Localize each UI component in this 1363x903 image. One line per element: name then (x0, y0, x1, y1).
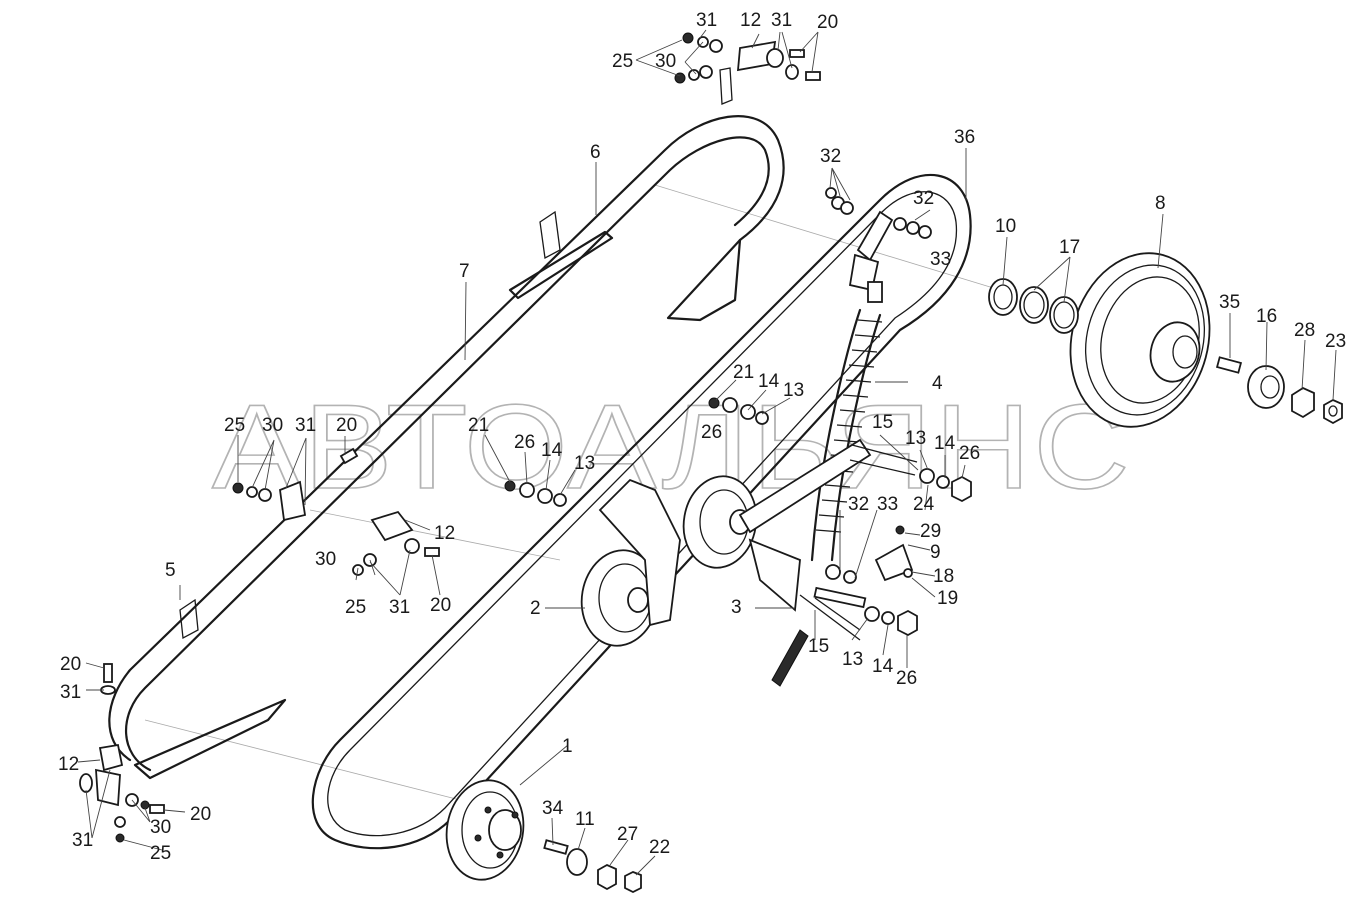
callout-26-a: 26 (701, 422, 722, 443)
tension-spring (810, 210, 894, 562)
callout-2: 2 (530, 598, 541, 619)
v-belt (311, 173, 972, 850)
callout-14-a: 14 (758, 371, 780, 392)
callout-20-bottom-a: 20 (60, 654, 81, 675)
callout-12-bottom: 12 (58, 754, 79, 775)
callout-labels: 31 12 31 20 25 30 6 36 32 32 33 10 17 8 … (58, 10, 1346, 864)
callout-20-lower: 20 (430, 595, 451, 616)
callout-9: 9 (930, 542, 941, 563)
callout-31-top-b: 31 (771, 10, 792, 31)
callout-13-b: 13 (574, 453, 595, 474)
callout-14-c: 14 (934, 433, 956, 454)
callout-19: 19 (937, 588, 958, 609)
callout-21-a: 21 (733, 362, 754, 383)
callout-34: 34 (542, 798, 564, 819)
callout-30-lower: 30 (315, 549, 336, 570)
belt-guard (108, 67, 785, 780)
callout-8: 8 (1155, 193, 1166, 214)
callout-13-c: 13 (905, 428, 926, 449)
callout-10: 10 (995, 216, 1016, 237)
callout-15-a: 15 (872, 412, 893, 433)
callout-15-b: 15 (808, 636, 829, 657)
callout-20-mid: 20 (336, 415, 357, 436)
callout-3: 3 (731, 597, 742, 618)
callout-14-b: 14 (541, 440, 563, 461)
callout-33-b: 33 (877, 494, 898, 515)
callout-20-top: 20 (817, 12, 838, 33)
callout-32-b: 32 (913, 188, 934, 209)
callout-7: 7 (459, 261, 470, 282)
fastener-group-left-mid (232, 447, 440, 576)
axis-lines (144, 184, 1001, 801)
callout-33-a: 33 (930, 249, 951, 270)
callout-20-bottom-b: 20 (190, 804, 211, 825)
callout-31-lower: 31 (389, 597, 410, 618)
callout-14-d: 14 (872, 656, 894, 677)
callout-1: 1 (562, 736, 573, 757)
callout-4: 4 (932, 373, 943, 394)
callout-26-b: 26 (514, 432, 535, 453)
leader-lines (77, 29, 1337, 876)
callout-27: 27 (617, 824, 638, 845)
callout-5: 5 (165, 560, 176, 581)
callout-25-mid: 25 (224, 415, 245, 436)
callout-25-top: 25 (612, 51, 633, 72)
callout-11: 11 (575, 809, 595, 830)
callout-24: 24 (913, 494, 935, 515)
callout-32-c: 32 (848, 494, 869, 515)
callout-31-bottom-b: 31 (72, 830, 93, 851)
callout-6: 6 (590, 142, 601, 163)
callout-25-bottom: 25 (150, 843, 171, 864)
callout-26-d: 26 (896, 668, 917, 689)
callout-28: 28 (1294, 320, 1315, 341)
callout-22: 22 (649, 837, 670, 858)
callout-13-a: 13 (783, 380, 804, 401)
callout-21-b: 21 (468, 415, 489, 436)
crank-pulley (445, 779, 642, 894)
hub-fasteners-right (1215, 356, 1343, 425)
callout-23: 23 (1325, 331, 1346, 352)
watermark: АВТОАЛЬЯНС (212, 380, 1132, 514)
callout-30-mid: 30 (262, 415, 283, 436)
callout-29: 29 (920, 521, 941, 542)
callout-31-mid: 31 (295, 415, 316, 436)
callout-32-a: 32 (820, 146, 841, 167)
callout-26-c: 26 (959, 443, 980, 464)
callout-36: 36 (954, 127, 975, 148)
callout-31-bottom-a: 31 (60, 682, 81, 703)
large-pulley (1069, 252, 1211, 428)
callout-16: 16 (1256, 306, 1277, 327)
callout-17: 17 (1059, 237, 1080, 258)
tensioner-arm (580, 438, 918, 687)
callout-31-top-a: 31 (696, 10, 717, 31)
callout-25-lower: 25 (345, 597, 366, 618)
fastener-group-top (674, 32, 821, 84)
fastener-group-center (504, 187, 972, 637)
callout-35: 35 (1219, 292, 1240, 313)
callout-18: 18 (933, 566, 954, 587)
callout-12-mid: 12 (434, 523, 455, 544)
callout-13-d: 13 (842, 649, 863, 670)
callout-12-top: 12 (740, 10, 761, 31)
callout-30-bottom: 30 (150, 817, 171, 838)
seal-rings (988, 278, 1079, 334)
callout-30-top: 30 (655, 51, 676, 72)
